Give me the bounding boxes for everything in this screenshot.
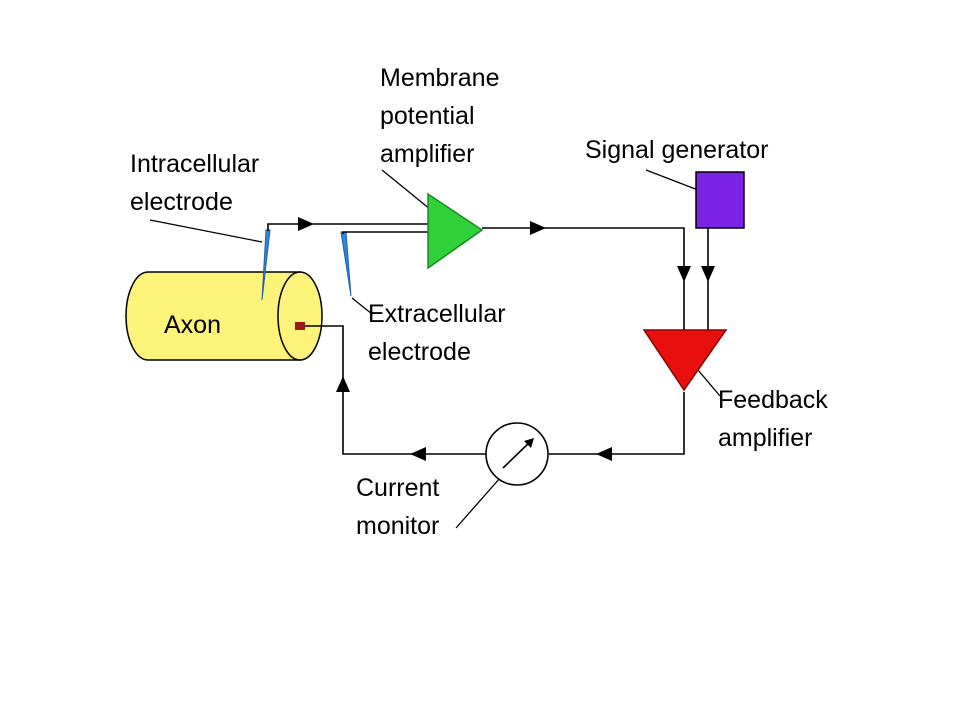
signal-generator-icon	[695, 171, 745, 229]
leader-intracellular	[149, 219, 263, 243]
wire-intracellular-to-amplifier	[267, 223, 428, 231]
membrane-potential-amplifier-icon	[427, 192, 484, 270]
wire-amplifier-to-feedback	[482, 227, 685, 330]
label-feedback-line1: Feedback	[718, 386, 828, 414]
wire-feedback-loop	[549, 392, 685, 455]
label-feedback-line2: amplifier	[718, 424, 812, 452]
arrow-into-axon-up	[336, 376, 350, 392]
label-membrane-line3: amplifier	[380, 140, 474, 168]
label-current-line2: monitor	[356, 512, 439, 540]
axon-end-face	[277, 271, 323, 361]
leader-signal-generator	[645, 169, 699, 191]
label-extracellular-line2: electrode	[368, 338, 471, 366]
leader-current-monitor	[455, 477, 501, 529]
arrowheads	[298, 217, 715, 461]
label-intracellular-line1: Intracellular	[130, 150, 259, 178]
arrow-feedback-return-left	[596, 447, 612, 461]
wire-extracellular-to-amplifier	[342, 231, 428, 234]
label-axon: Axon	[164, 311, 221, 339]
arrow-to-feedback-down-right	[701, 266, 715, 282]
label-membrane-line1: Membrane	[380, 64, 500, 92]
arrow-to-feedback-down-left	[677, 266, 691, 282]
label-signal-generator: Signal generator	[585, 136, 768, 164]
label-current-line1: Current	[356, 474, 439, 502]
label-membrane-line2: potential	[380, 102, 475, 130]
arrow-monitor-return-left	[410, 447, 426, 461]
label-intracellular-line2: electrode	[130, 188, 233, 216]
current-monitor-needle	[502, 439, 533, 469]
leader-extracellular	[351, 297, 373, 315]
leader-membrane-amplifier	[381, 169, 437, 215]
axon	[125, 271, 323, 361]
current-monitor-icon	[485, 422, 549, 486]
axon-internal-wire-terminal	[295, 322, 305, 330]
leader-feedback	[697, 369, 721, 397]
label-extracellular-line1: Extracellular	[368, 300, 506, 328]
extracellular-electrode	[340, 231, 352, 297]
arrow-amplifier-output-right	[530, 221, 546, 235]
current-monitor-needle-tip	[524, 438, 534, 448]
feedback-amplifier-icon	[642, 329, 728, 392]
axon-body	[125, 271, 301, 361]
arrow-intracellular-right	[298, 217, 314, 231]
